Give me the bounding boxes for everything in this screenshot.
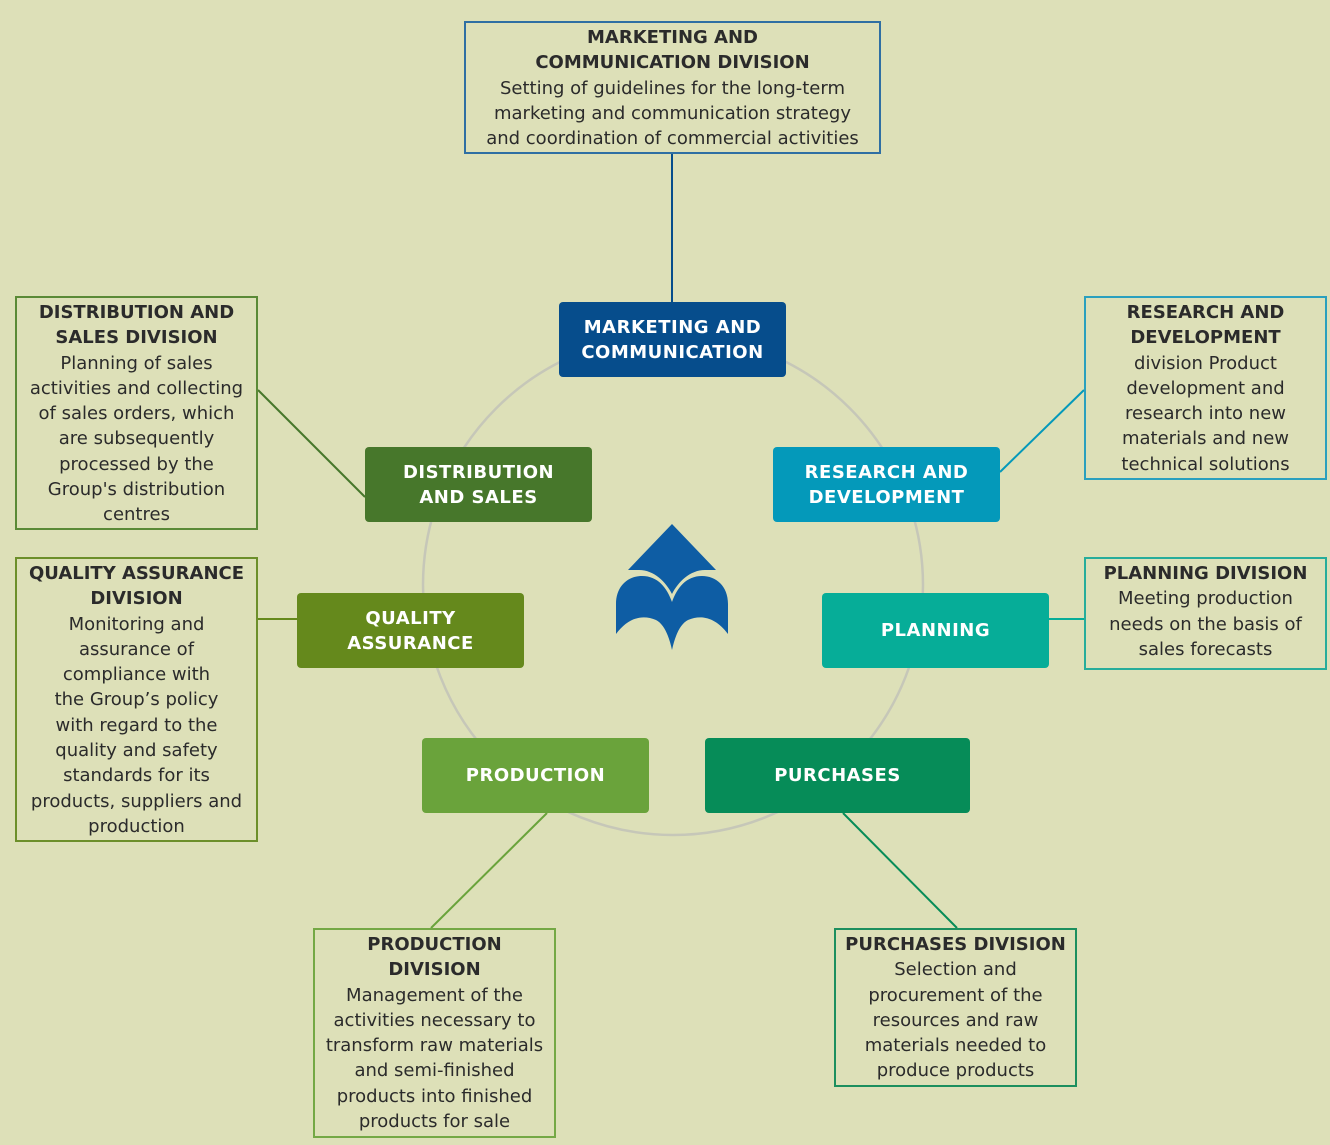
distribution-division-desc-5: processed by the [59, 453, 214, 475]
research-division-desc-4: materials and new [1121, 428, 1290, 450]
production-division-desc-4: and semi-finished [354, 1060, 515, 1082]
hub-quality: QUALITY ASSURANCE [297, 593, 524, 668]
hub-planning: PLANNING [822, 593, 1049, 668]
connector-distribution [257, 389, 366, 498]
connector-purchases [842, 812, 958, 929]
planning-division-desc-2: needs on the basis of [1109, 613, 1302, 635]
production-division-desc-6: products for sale [358, 1111, 511, 1133]
research-division-desc-1: division Product [1134, 352, 1277, 374]
research-division-title-2: DEVELOPMENT [1130, 327, 1281, 349]
research-division-title-1: RESEARCH AND [1126, 302, 1285, 323]
marketing-division-desc-3: and coordination of commercial activitie… [486, 128, 859, 150]
hub-distribution-line2: AND SALES [419, 486, 538, 508]
quality-division-desc-5: with regard to the [55, 714, 218, 736]
quality-division-box: QUALITY ASSURANCE DIVISION Monitoring an… [15, 557, 258, 842]
production-division-desc-1: Management of the [346, 984, 523, 1006]
marketing-division-desc-1: Setting of guidelines for the long-term [500, 77, 845, 99]
distribution-division-box: DISTRIBUTION AND SALES DIVISION Planning… [15, 296, 258, 530]
hub-marketing-line2: COMMUNICATION [581, 341, 764, 363]
hub-planning-line1: PLANNING [880, 620, 991, 641]
connector-research [999, 389, 1085, 473]
research-division-desc-3: research into new [1125, 403, 1286, 425]
hub-production: PRODUCTION [422, 738, 649, 813]
purchases-division-desc-3: resources and raw [872, 1009, 1039, 1031]
quality-division-desc-6: quality and safety [55, 740, 218, 762]
quality-division-title-1: QUALITY ASSURANCE [28, 563, 245, 584]
distribution-division-desc-3: of sales orders, which [38, 403, 235, 425]
marketing-division-box: MARKETING AND COMMUNICATION DIVISION Set… [464, 21, 881, 154]
hub-quality-line1: QUALITY [365, 607, 456, 629]
hub-marketing-line1: MARKETING AND [583, 316, 762, 338]
production-division-desc-2: activities necessary to [333, 1009, 536, 1031]
production-division-title-2: DIVISION [388, 959, 481, 981]
quality-division-desc-8: products, suppliers and [30, 790, 243, 812]
quality-division-desc-1: Monitoring and [68, 613, 205, 635]
production-division-box: PRODUCTION DIVISION Management of the ac… [313, 928, 556, 1138]
planning-division-desc-1: Meeting production [1118, 588, 1293, 610]
distribution-division-desc-1: Planning of sales [60, 352, 213, 374]
purchases-division-desc-2: procurement of the [868, 984, 1043, 1006]
distribution-division-desc-6: Group's distribution [47, 479, 226, 501]
planning-division-box: PLANNING DIVISION Meeting production nee… [1084, 557, 1327, 670]
purchases-division-title-1: PURCHASES DIVISION [845, 934, 1066, 955]
hub-research: RESEARCH AND DEVELOPMENT [773, 447, 1000, 522]
quality-division-title-2: DIVISION [90, 588, 183, 610]
hub-research-line2: DEVELOPMENT [808, 486, 965, 508]
distribution-division-desc-7: centres [103, 504, 170, 526]
quality-division-desc-9: production [88, 815, 185, 837]
distribution-division-desc-4: are subsequently [58, 428, 215, 450]
hub-distribution-line1: DISTRIBUTION [402, 461, 555, 483]
connector-production [430, 812, 548, 929]
quality-division-desc-2: assurance of [78, 638, 195, 660]
purchases-division-desc-5: produce products [876, 1060, 1035, 1082]
hub-research-line1: RESEARCH AND [804, 461, 969, 483]
distribution-division-title-2: SALES DIVISION [55, 327, 218, 349]
production-division-desc-3: transform raw materials [325, 1035, 544, 1057]
group-logo-icon [616, 524, 728, 650]
planning-division-title-1: PLANNING DIVISION [1103, 563, 1308, 584]
marketing-division-title-1: MARKETING AND [587, 27, 758, 48]
hub-quality-line2: ASSURANCE [347, 632, 474, 654]
quality-division-desc-3: compliance with [62, 664, 211, 686]
hub-distribution: DISTRIBUTION AND SALES [365, 447, 592, 522]
distribution-division-title-1: DISTRIBUTION AND [38, 302, 235, 323]
hub-production-line1: PRODUCTION [465, 765, 606, 786]
production-division-title-1: PRODUCTION [367, 934, 502, 955]
purchases-division-box: PURCHASES DIVISION Selection and procure… [834, 928, 1077, 1087]
quality-division-desc-4: the Group’s policy [54, 689, 219, 711]
purchases-division-desc-4: materials needed to [864, 1035, 1047, 1057]
hub-purchases: PURCHASES [705, 738, 970, 813]
purchases-division-desc-1: Selection and [894, 959, 1017, 981]
production-division-desc-5: products into finished [336, 1085, 533, 1107]
planning-division-desc-3: sales forecasts [1138, 638, 1273, 660]
marketing-division-desc-2: marketing and communication strategy [493, 102, 852, 124]
hub-marketing: MARKETING AND COMMUNICATION [559, 302, 786, 377]
hub-purchases-line1: PURCHASES [774, 765, 901, 786]
research-division-desc-2: development and [1126, 377, 1285, 399]
marketing-division-title-2: COMMUNICATION DIVISION [535, 52, 810, 74]
quality-division-desc-7: standards for its [63, 765, 210, 787]
research-division-desc-5: technical solutions [1121, 453, 1290, 475]
distribution-division-desc-2: activities and collecting [29, 377, 244, 399]
research-division-box: RESEARCH AND DEVELOPMENT division Produc… [1084, 296, 1327, 480]
